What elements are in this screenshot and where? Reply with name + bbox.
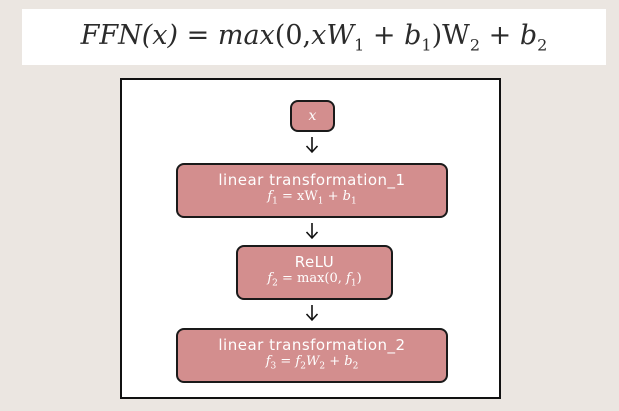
formula-plus2: +: [488, 19, 512, 51]
formula-lhs: FFN(x): [80, 19, 179, 51]
formula-text: ): [356, 270, 362, 286]
formula-plus1: +: [372, 19, 396, 51]
formula-subscript: 1: [350, 196, 357, 207]
formula-symbol: b: [344, 353, 353, 369]
formula-symbol: f: [295, 353, 301, 369]
formula-subscript: 2: [319, 361, 326, 372]
arrow-down-icon: [305, 137, 319, 154]
formula-sub-b1: 1: [421, 35, 432, 55]
node-title: linear transformation_2: [218, 335, 406, 354]
formula-sub-b2: 2: [537, 35, 548, 55]
formula-banner: FFN(x) = max(0,xW1 + b1)W2 + b2: [22, 9, 606, 65]
node-formula: f2 = max(0, f1): [267, 271, 361, 292]
formula-text: +: [325, 353, 345, 369]
formula-subscript: 1: [317, 196, 324, 207]
formula-sub2: 2: [469, 35, 481, 55]
linear-transformation-1-node: linear transformation_1 f1 = xW1 + b1: [176, 163, 448, 218]
node-title: linear transformation_1: [218, 170, 406, 189]
formula-subscript: 2: [352, 361, 359, 372]
formula-symbol: f: [346, 270, 351, 286]
formula-open: (0,: [274, 19, 312, 51]
formula-text: = xW: [277, 188, 318, 204]
relu-node: ReLU f2 = max(0, f1): [236, 245, 393, 300]
formula-symbol: b: [342, 188, 351, 204]
node-formula: f1 = xW1 + b1: [267, 189, 356, 210]
formula-max: max: [217, 19, 275, 51]
ffn-formula: FFN(x) = max(0,xW1 + b1)W2 + b2: [81, 20, 548, 54]
formula-b2: b: [519, 19, 538, 51]
formula-subscript: 3: [270, 361, 277, 372]
formula-equals: =: [186, 19, 210, 51]
formula-subscript: 1: [272, 196, 278, 207]
formula-text: =: [276, 353, 296, 369]
arrow-down-icon: [305, 305, 319, 322]
ffn-diagram: x linear transformation_1 f1 = xW1 + b1 …: [120, 78, 501, 399]
formula-symbol: W: [305, 353, 320, 369]
formula-text: +: [323, 188, 343, 204]
formula-symbol: f: [267, 270, 273, 286]
formula-b1: b: [404, 19, 422, 51]
input-label: x: [308, 108, 317, 124]
arrow-down-icon: [305, 223, 319, 240]
node-title: ReLU: [294, 252, 335, 271]
linear-transformation-2-node: linear transformation_2 f3 = f2W2 + b2: [176, 328, 448, 383]
formula-close-w2: )W: [431, 19, 470, 51]
formula-symbol: f: [267, 188, 273, 204]
formula-subscript: 2: [300, 361, 306, 372]
input-node: x: [290, 100, 335, 132]
formula-subscript: 1: [350, 278, 357, 289]
formula-sub1: 1: [354, 35, 365, 55]
formula-symbol: f: [265, 353, 271, 369]
formula-xw: xW: [311, 19, 355, 51]
node-formula: f3 = f2W2 + b2: [266, 354, 359, 375]
formula-text: = max(0,: [277, 270, 347, 286]
formula-subscript: 2: [272, 278, 278, 289]
